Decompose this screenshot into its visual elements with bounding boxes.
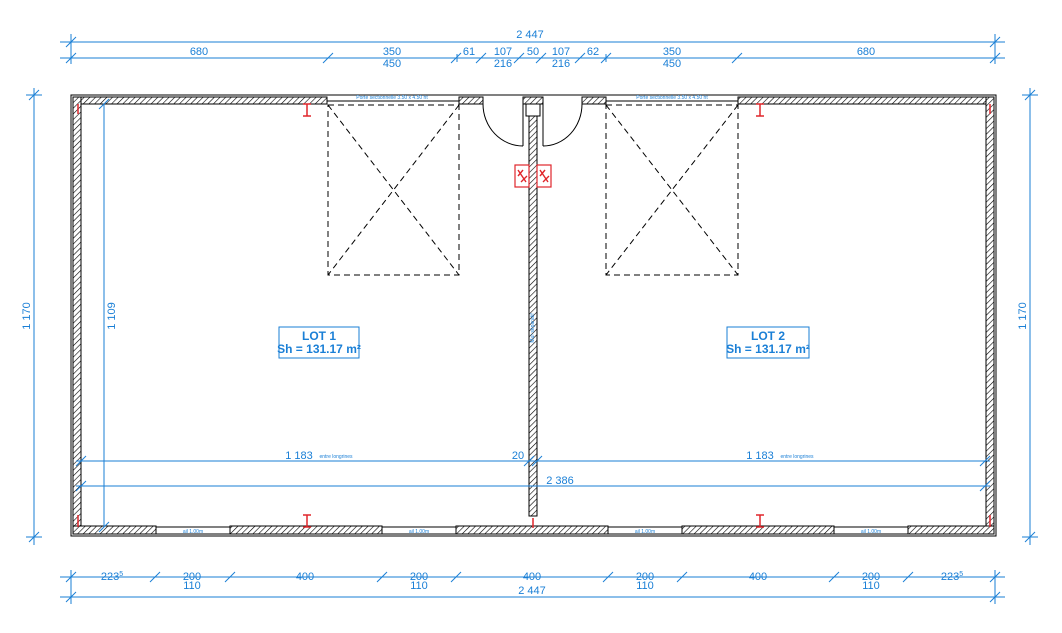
top-sub-2: 216: [494, 58, 512, 70]
fire-extinguisher-icon: [536, 164, 552, 188]
swing-doors: [482, 103, 583, 147]
lot-1-title: LOT 1: [302, 329, 336, 343]
window-label-2: ail 1.00m: [409, 529, 429, 535]
top-dim-6: 107: [552, 46, 570, 58]
bottom-dim-6: 200: [636, 571, 654, 583]
window-label-4: ail 1.00m: [861, 529, 881, 535]
door-label-right: Porte sectionnelle 3.50 x 4.50 ht: [636, 95, 708, 101]
top-dim-9: 680: [857, 46, 875, 58]
top-dim-4: 107: [494, 46, 512, 58]
windows: ail 1.00m ail 1.00m ail 1.00m ail 1.00m: [155, 526, 909, 535]
top-dim-5: 50: [527, 46, 539, 58]
bottom-dimensions: 2235 200 400 200 400 200 400 200 2235 11…: [60, 570, 1005, 604]
top-dim-1: 680: [190, 46, 208, 58]
top-dim-8: 350: [663, 46, 681, 58]
sectional-doors: Porte sectionnelle 3.50 x 4.50 ht Porte …: [327, 95, 739, 276]
lot-2-title: LOT 2: [751, 329, 785, 343]
between-note-right: entre longrines: [780, 454, 814, 460]
bottom-dim-3: 400: [296, 571, 314, 583]
between-note-left: entre longrines: [319, 454, 353, 460]
bottom-dim-9: 2235: [941, 571, 963, 583]
bottom-dim-2: 200: [183, 571, 201, 583]
partition-label: Mur séparatif: [530, 313, 536, 343]
inner-width-right: 1 183: [746, 450, 774, 462]
top-dimensions: 2 447 680 350 61 107 50 107 62 350 680 4…: [60, 29, 1005, 70]
column-markers: [77, 103, 991, 528]
lot-1-label: LOT 1 Sh = 131.17 m²: [277, 326, 361, 359]
top-sub-4: 450: [663, 58, 681, 70]
right-height-dimension: 1 170: [1017, 302, 1029, 330]
top-sub-1: 450: [383, 58, 401, 70]
window-label-3: ail 1.00m: [635, 529, 655, 535]
bottom-dim-5: 400: [523, 571, 541, 583]
inner-width-left: 1 183: [285, 450, 313, 462]
bottom-total-dimension: 2 447: [518, 585, 546, 597]
bottom-sub-4: 110: [862, 580, 880, 592]
lot-2-label: LOT 2 Sh = 131.17 m²: [726, 326, 810, 359]
window-label-1: ail 1.00m: [183, 529, 203, 535]
wall-gap-dimension: 20: [512, 450, 524, 462]
left-height-dimension: 1 170: [21, 302, 33, 330]
inner-dimensions: 1 109 1 183 entre longrines 20 1 183 ent…: [75, 98, 991, 533]
bottom-sub-1: 110: [183, 580, 201, 592]
top-total-dimension: 2 447: [516, 29, 544, 41]
top-sub-3: 216: [552, 58, 570, 70]
bottom-dim-1: 2235: [101, 571, 123, 583]
top-dim-2: 350: [383, 46, 401, 58]
door-label-left: Porte sectionnelle 3.50 x 4.50 ht: [356, 95, 428, 101]
left-dimension: 1 170: [21, 88, 42, 545]
bottom-dim-4: 200: [410, 571, 428, 583]
building-walls: [70, 94, 997, 537]
right-dimension: 1 170: [1017, 88, 1038, 545]
top-dim-7: 62: [587, 46, 599, 58]
top-dim-3: 61: [463, 46, 475, 58]
fire-extinguisher-icon: [514, 164, 530, 188]
bottom-dim-7: 400: [749, 571, 767, 583]
bottom-sub-2: 110: [410, 580, 428, 592]
lot-1-area: Sh = 131.17 m²: [277, 342, 361, 356]
bottom-dim-8: 200: [862, 571, 880, 583]
inner-total-dimension: 2 386: [546, 475, 574, 487]
fire-extinguishers: [514, 164, 552, 188]
lot-2-area: Sh = 131.17 m²: [726, 342, 810, 356]
inner-height-dimension: 1 109: [106, 302, 118, 330]
bottom-sub-3: 110: [636, 580, 654, 592]
